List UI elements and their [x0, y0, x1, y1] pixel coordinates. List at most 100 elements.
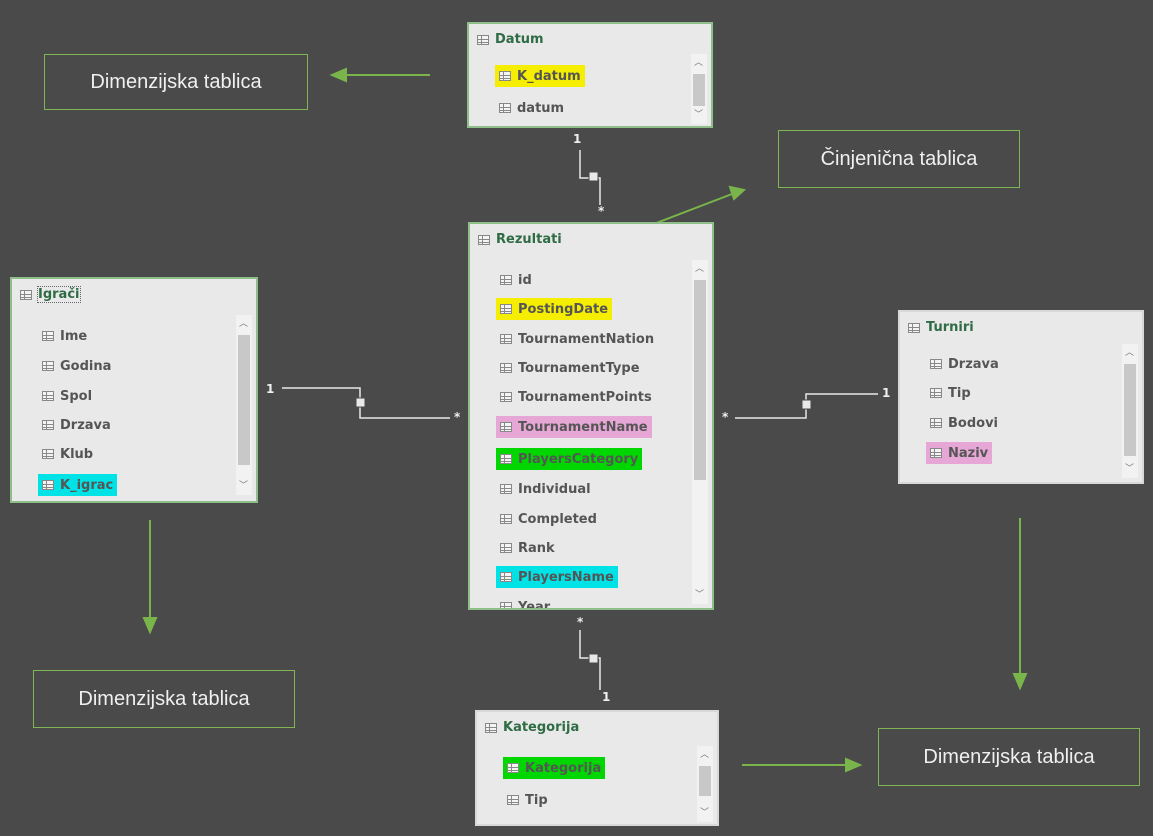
table-igraci[interactable]: Igrači Ime Godina Spol Drzava Klub K_igr…: [10, 277, 258, 503]
field-icon: [500, 392, 512, 402]
table-icon: [20, 289, 32, 300]
field-icon: [42, 449, 54, 459]
field-icon: [930, 359, 942, 369]
field-rank[interactable]: Rank: [496, 537, 559, 559]
field-icon: [930, 448, 942, 458]
field-drzava[interactable]: Drzava: [38, 414, 115, 436]
scroll-up-icon[interactable]: ︿: [695, 264, 705, 274]
label-dimension-bottom-right: Dimenzijska tablica: [878, 728, 1140, 786]
label-dimension-bottom-left: Dimenzijska tablica: [33, 670, 295, 728]
field-icon: [42, 361, 54, 371]
field-year[interactable]: Year: [496, 596, 554, 608]
scroll-thumb[interactable]: [693, 74, 705, 106]
field-icon: [500, 454, 512, 464]
field-naziv[interactable]: Naziv: [926, 442, 993, 464]
scroll-up-icon[interactable]: ︿: [700, 750, 710, 760]
table-title-turniri: Turniri: [908, 320, 974, 335]
field-k-datum[interactable]: K_datum: [495, 65, 585, 87]
table-title-kategorija: Kategorija: [485, 720, 579, 735]
scroll-thumb[interactable]: [699, 766, 711, 796]
field-completed[interactable]: Completed: [496, 508, 601, 530]
scroll-down-icon[interactable]: ﹀: [1125, 464, 1135, 474]
field-tip[interactable]: Tip: [503, 789, 552, 811]
field-tip[interactable]: Tip: [926, 382, 975, 404]
field-spol[interactable]: Spol: [38, 385, 96, 407]
cardinality-one-turniri: 1: [882, 386, 891, 400]
scrollbar[interactable]: ︿﹀: [697, 746, 713, 822]
field-icon: [507, 795, 519, 805]
field-kategorija[interactable]: Kategorija: [503, 757, 606, 779]
cardinality-many-turniri: *: [722, 410, 729, 424]
field-icon: [499, 103, 511, 113]
table-rezultati[interactable]: Rezultati id PostingDate TournamentNatio…: [468, 222, 714, 610]
field-icon: [500, 602, 512, 608]
field-tournamenttype[interactable]: TournamentType: [496, 357, 644, 379]
field-icon: [500, 422, 512, 432]
table-title-datum: Datum: [477, 32, 544, 47]
label-dimension-top-left: Dimenzijska tablica: [44, 54, 308, 110]
field-icon: [42, 480, 54, 490]
field-tournamentnation[interactable]: TournamentNation: [496, 328, 658, 350]
scrollbar[interactable]: ︿﹀: [236, 315, 252, 495]
field-icon: [42, 391, 54, 401]
table-title-igraci: Igrači: [20, 286, 81, 303]
field-icon: [500, 514, 512, 524]
scroll-down-icon[interactable]: ﹀: [239, 481, 249, 491]
scrollbar[interactable]: ︿﹀: [692, 260, 708, 604]
table-datum[interactable]: Datum K_datum datum ︿﹀: [467, 22, 713, 128]
field-godina[interactable]: Godina: [38, 355, 115, 377]
field-klub[interactable]: Klub: [38, 443, 97, 465]
cardinality-many-datum: *: [598, 204, 605, 218]
table-icon: [477, 34, 489, 45]
field-icon: [500, 363, 512, 373]
field-datum[interactable]: datum: [495, 97, 568, 119]
field-icon: [500, 334, 512, 344]
cardinality-one-kategorija: 1: [602, 690, 611, 704]
scroll-thumb[interactable]: [1124, 364, 1136, 456]
table-icon: [478, 234, 490, 245]
field-playersname[interactable]: PlayersName: [496, 566, 618, 588]
field-icon: [42, 420, 54, 430]
table-icon: [485, 722, 497, 733]
field-icon: [500, 572, 512, 582]
scrollbar[interactable]: ︿﹀: [691, 54, 707, 124]
scroll-down-icon[interactable]: ﹀: [694, 110, 704, 120]
cardinality-one-igraci: 1: [266, 382, 275, 396]
scroll-thumb[interactable]: [694, 280, 706, 480]
field-icon: [930, 418, 942, 428]
table-title-rezultati: Rezultati: [478, 232, 562, 247]
field-id[interactable]: id: [496, 269, 536, 291]
scrollbar[interactable]: ︿﹀: [1122, 344, 1138, 478]
field-icon: [500, 275, 512, 285]
field-tournamentpoints[interactable]: TournamentPoints: [496, 386, 656, 408]
field-postingdate[interactable]: PostingDate: [496, 298, 613, 320]
field-icon: [507, 763, 519, 773]
table-icon: [908, 322, 920, 333]
scroll-down-icon[interactable]: ﹀: [700, 808, 710, 818]
scroll-up-icon[interactable]: ︿: [694, 58, 704, 68]
field-k-igrac[interactable]: K_igrac: [38, 474, 118, 496]
field-icon: [930, 388, 942, 398]
field-icon: [500, 484, 512, 494]
table-kategorija[interactable]: Kategorija Kategorija Tip ︿﹀: [475, 710, 719, 826]
scroll-up-icon[interactable]: ︿: [239, 319, 249, 329]
scroll-down-icon[interactable]: ﹀: [695, 590, 705, 600]
field-icon: [500, 304, 512, 314]
table-turniri[interactable]: Turniri Drzava Tip Bodovi Naziv ︿﹀: [898, 310, 1144, 484]
cardinality-many-kategorija: *: [577, 615, 584, 629]
field-bodovi[interactable]: Bodovi: [926, 412, 1002, 434]
field-ime[interactable]: Ime: [38, 325, 91, 347]
scroll-up-icon[interactable]: ︿: [1125, 348, 1135, 358]
field-individual[interactable]: Individual: [496, 478, 595, 500]
field-playerscategory[interactable]: PlayersCategory: [496, 448, 643, 470]
field-drzava[interactable]: Drzava: [926, 353, 1003, 375]
field-tournamentname[interactable]: TournamentName: [496, 416, 652, 438]
cardinality-one-datum: 1: [573, 132, 582, 146]
field-icon: [500, 543, 512, 553]
field-icon: [42, 331, 54, 341]
scroll-thumb[interactable]: [238, 335, 250, 465]
cardinality-many-igraci: *: [454, 410, 461, 424]
label-fact-table: Činjenična tablica: [778, 130, 1020, 188]
field-icon: [499, 71, 511, 81]
